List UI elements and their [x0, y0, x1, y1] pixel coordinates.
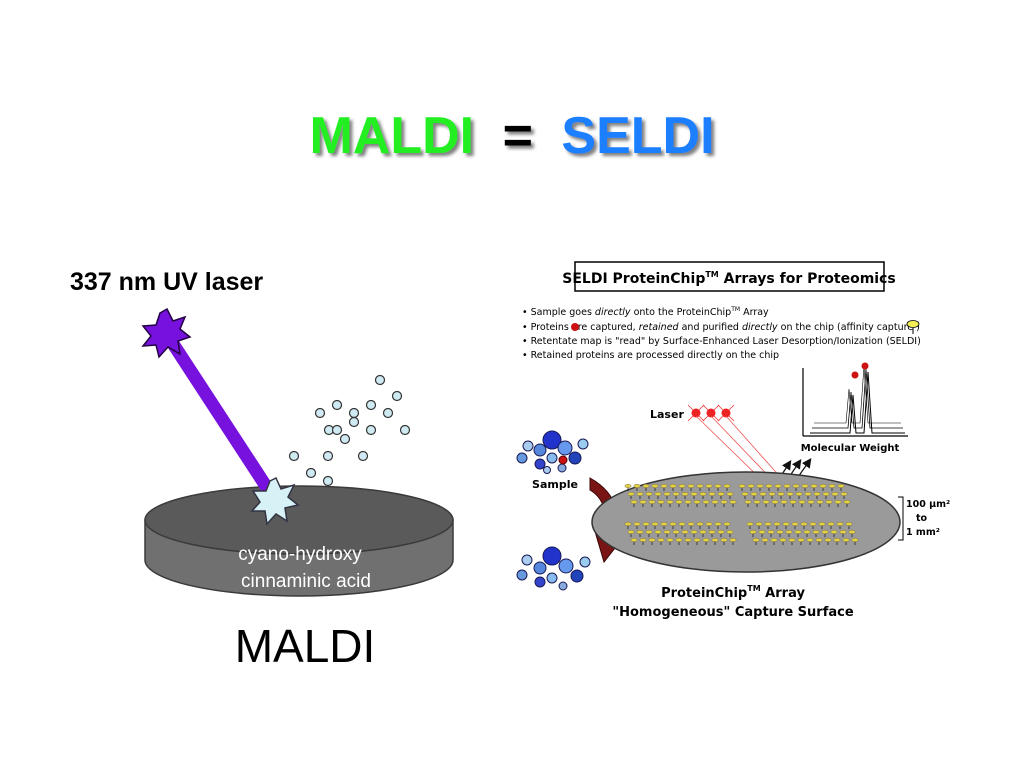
matrix-label-line2: cinnaminic acid: [241, 571, 371, 592]
homogeneous-surface-caption: "Homogeneous" Capture Surface: [612, 605, 853, 620]
seldi-header: SELDI ProteinChipTM Arrays for Proteomic…: [562, 270, 895, 287]
title-maldi: MALDI: [309, 107, 474, 165]
svg-text:100 μm²: 100 μm²: [906, 499, 950, 510]
laser-source-burst-icon: [141, 307, 192, 359]
svg-text:1 mm²: 1 mm²: [906, 527, 940, 538]
sample-plate: cyano-hydroxy cinnaminic acid: [144, 485, 454, 597]
sample-label: Sample: [532, 478, 578, 491]
mass-spectrum: Molecular Weight: [801, 362, 908, 454]
capture-spot-patch: [746, 522, 859, 545]
maldi-caption: MALDI: [235, 620, 376, 672]
maldi-diagram: 337 nm UV laser cyano-hydroxy cinnaminic…: [70, 268, 454, 672]
molecular-weight-label: Molecular Weight: [801, 443, 900, 454]
slide-title: MALDI = SELDI: [309, 107, 714, 165]
svg-text:to: to: [916, 513, 928, 524]
scale-bracket: 100 μm² to 1 mm²: [898, 496, 950, 541]
proteinchip-array-caption: ProteinChipTM Array: [661, 584, 805, 601]
laser-impact-burst-icon: [250, 476, 300, 526]
sample-cluster-top: [516, 430, 589, 474]
laser-label: 337 nm UV laser: [70, 268, 263, 296]
seldi-bullet-1: • Sample goes directly onto the ProteinC…: [522, 306, 769, 318]
capture-spot-grid: [624, 484, 859, 545]
desorbed-ion-cloud: [288, 374, 411, 487]
seldi-laser-label: Laser: [650, 408, 684, 421]
seldi-bullet-2: • Proteins are captured, retained and pu…: [522, 322, 920, 333]
capture-spot-patch: [624, 484, 737, 507]
laser-beam: [160, 329, 281, 504]
capture-spot-patch: [624, 522, 737, 545]
title-equals: =: [503, 107, 533, 165]
proteinchip-surface: [591, 471, 901, 573]
seldi-bullet-4: • Retained proteins are processed direct…: [522, 350, 779, 361]
seldi-diagram: SELDI ProteinChipTM Arrays for Proteomic…: [516, 261, 950, 620]
seldi-bullet-3: • Retentate map is "read" by Surface-Enh…: [522, 336, 921, 347]
title-seldi: SELDI: [561, 107, 714, 165]
matrix-label-line1: cyano-hydroxy: [238, 544, 362, 565]
capture-spot-patch: [738, 484, 851, 507]
protein-dot-icon: [571, 323, 579, 331]
seldi-header-box: [574, 261, 885, 292]
affinity-capture-icon: [906, 320, 920, 334]
sample-cluster-bottom: [516, 546, 591, 591]
seldi-bullet-list: • Sample goes directly onto the ProteinC…: [522, 306, 921, 361]
